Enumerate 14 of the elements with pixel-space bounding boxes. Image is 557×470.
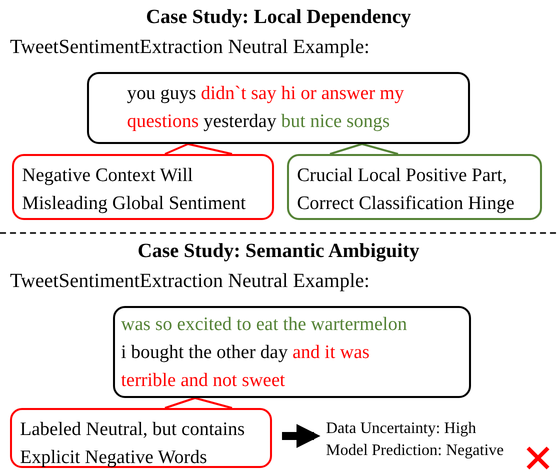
callout-box: Negative Context Will Misleading Global Sentiment [12, 154, 274, 220]
section-heading: Case Study: Semantic Ambiguity [136, 240, 420, 263]
example-caption: TweetSentimentExtraction Neutral Example: [10, 36, 371, 59]
callout-tail [164, 143, 233, 155]
result-text: Data Uncertainty: High Model Prediction: Negative [326, 418, 526, 468]
example-caption: TweetSentimentExtraction Neutral Example: [10, 270, 371, 293]
callout-tail [164, 397, 233, 409]
section-heading: Case Study: Local Dependency [144, 6, 412, 29]
tweet-box: was so excited to eat the wartermelon i bought the other day and it was terrible and not sweet [113, 306, 471, 398]
arrow [282, 424, 320, 448]
callout-box: Labeled Neutral, but contains Explicit Negative Words [10, 408, 272, 468]
callout-box: Crucial Local Positive Part, Correct Classification Hinge [287, 154, 542, 220]
tweet-box: you guys didn`t say hi or answer my questions yesterday but nice songs [87, 72, 470, 144]
callout-tail [329, 143, 399, 155]
